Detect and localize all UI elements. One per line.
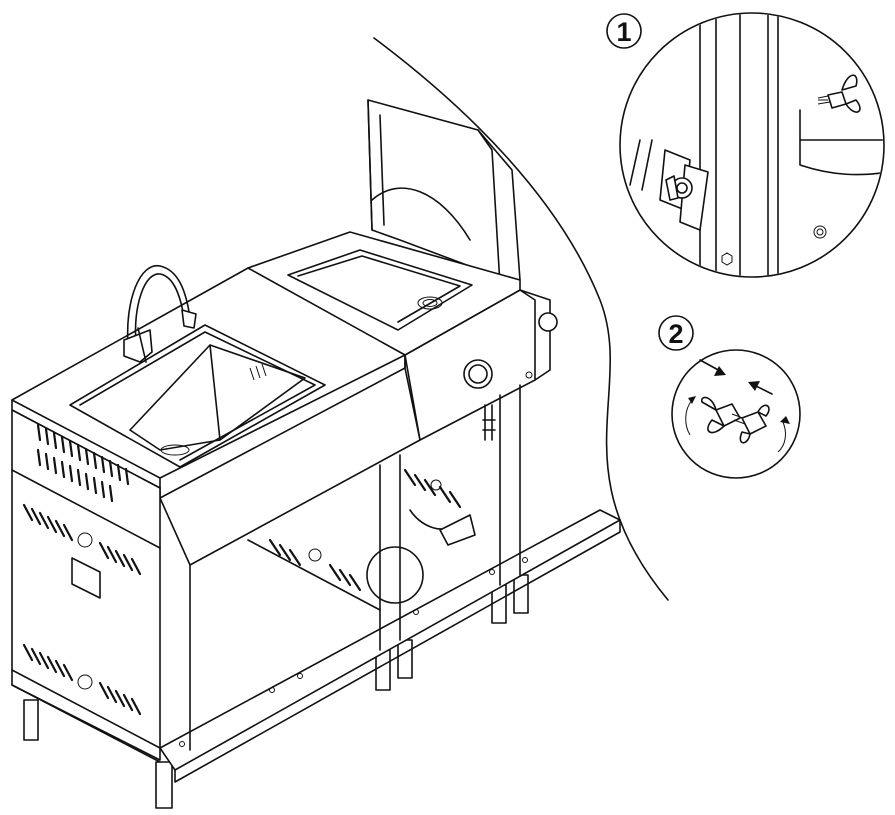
wing-nut-icon xyxy=(817,74,861,113)
rotate-arrow-icon xyxy=(685,396,790,453)
access-panel xyxy=(71,557,101,599)
grill-knob xyxy=(463,312,558,389)
push-arrow-icon xyxy=(699,359,773,395)
faucet xyxy=(123,265,197,363)
wing-nut-pair-icon xyxy=(701,396,770,444)
grill-module xyxy=(367,99,558,441)
step-2-badge: 2 xyxy=(658,315,694,351)
cabinet-body xyxy=(11,409,529,809)
open-frame xyxy=(159,384,621,783)
vent-slots-upper xyxy=(36,423,130,503)
step-2-detail xyxy=(671,349,801,479)
back-panel-slots xyxy=(268,468,462,592)
step-1-detail xyxy=(619,12,885,278)
step-1-badge: 1 xyxy=(606,13,642,49)
step-1-number: 1 xyxy=(616,17,631,47)
callout-arc xyxy=(373,37,669,601)
vent-slots-lower xyxy=(22,643,142,716)
vent-slots-middle xyxy=(22,503,142,576)
detail-callout-circle xyxy=(366,546,424,604)
cabinet-legs xyxy=(23,574,529,809)
step-2-number: 2 xyxy=(668,319,683,349)
wing-nut-icon-left xyxy=(665,175,693,201)
sink-module xyxy=(11,265,421,566)
